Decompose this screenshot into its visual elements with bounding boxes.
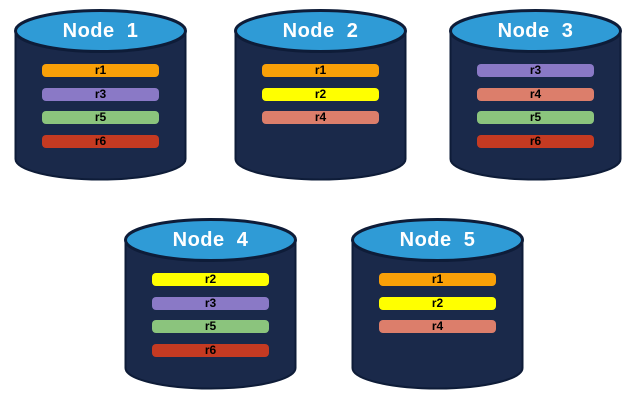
node-title: Node 1 [62,20,139,42]
replica-bar-r5: r5 [152,320,269,333]
replica-list: r1 r3 r5 r6 [13,8,188,182]
cylinder-top-ellipse [124,218,297,262]
replica-bar-r3: r3 [477,64,594,77]
cylinder-top-ellipse [14,9,187,53]
replica-bar-r2: r2 [262,87,379,101]
replica-bar-r3: r3 [42,87,159,101]
replica-bar-r5: r5 [42,111,159,124]
replica-bar-r2: r2 [379,296,496,310]
replica-bar-r1: r1 [262,64,379,77]
replica-bar-r6: r6 [152,343,269,357]
replica-bar-r5: r5 [477,111,594,124]
node-3-cylinder: Node 3 r3 r4 r5 r6 [448,8,623,182]
replica-list: r1 r2 r4 [350,217,525,391]
replica-list: r3 r4 r5 r6 [448,8,623,182]
replica-list: r2 r3 r5 r6 [123,217,298,391]
node-title: Node 3 [497,20,574,42]
node-title: Node 5 [399,229,476,251]
replica-list: r1 r2 r4 [233,8,408,182]
node-4-cylinder: Node 4 r2 r3 r5 r6 [123,217,298,391]
replica-bar-r4: r4 [379,320,496,333]
replica-bar-r6: r6 [42,134,159,148]
replica-bar-r1: r1 [379,273,496,286]
node-1-cylinder: Node 1 r1 r3 r5 r6 [13,8,188,182]
replica-bar-r6: r6 [477,134,594,148]
replica-bar-r4: r4 [262,111,379,124]
node-title: Node 2 [282,20,359,42]
node-title: Node 4 [172,229,249,251]
node-5-cylinder: Node 5 r1 r2 r4 [350,217,525,391]
cylinder-top-ellipse [449,9,622,53]
node-2-cylinder: Node 2 r1 r2 r4 [233,8,408,182]
replica-bar-r2: r2 [152,273,269,286]
replica-bar-r4: r4 [477,87,594,101]
cylinder-top-ellipse [351,218,524,262]
replica-bar-r1: r1 [42,64,159,77]
replica-bar-r3: r3 [152,296,269,310]
cylinder-top-ellipse [234,9,407,53]
